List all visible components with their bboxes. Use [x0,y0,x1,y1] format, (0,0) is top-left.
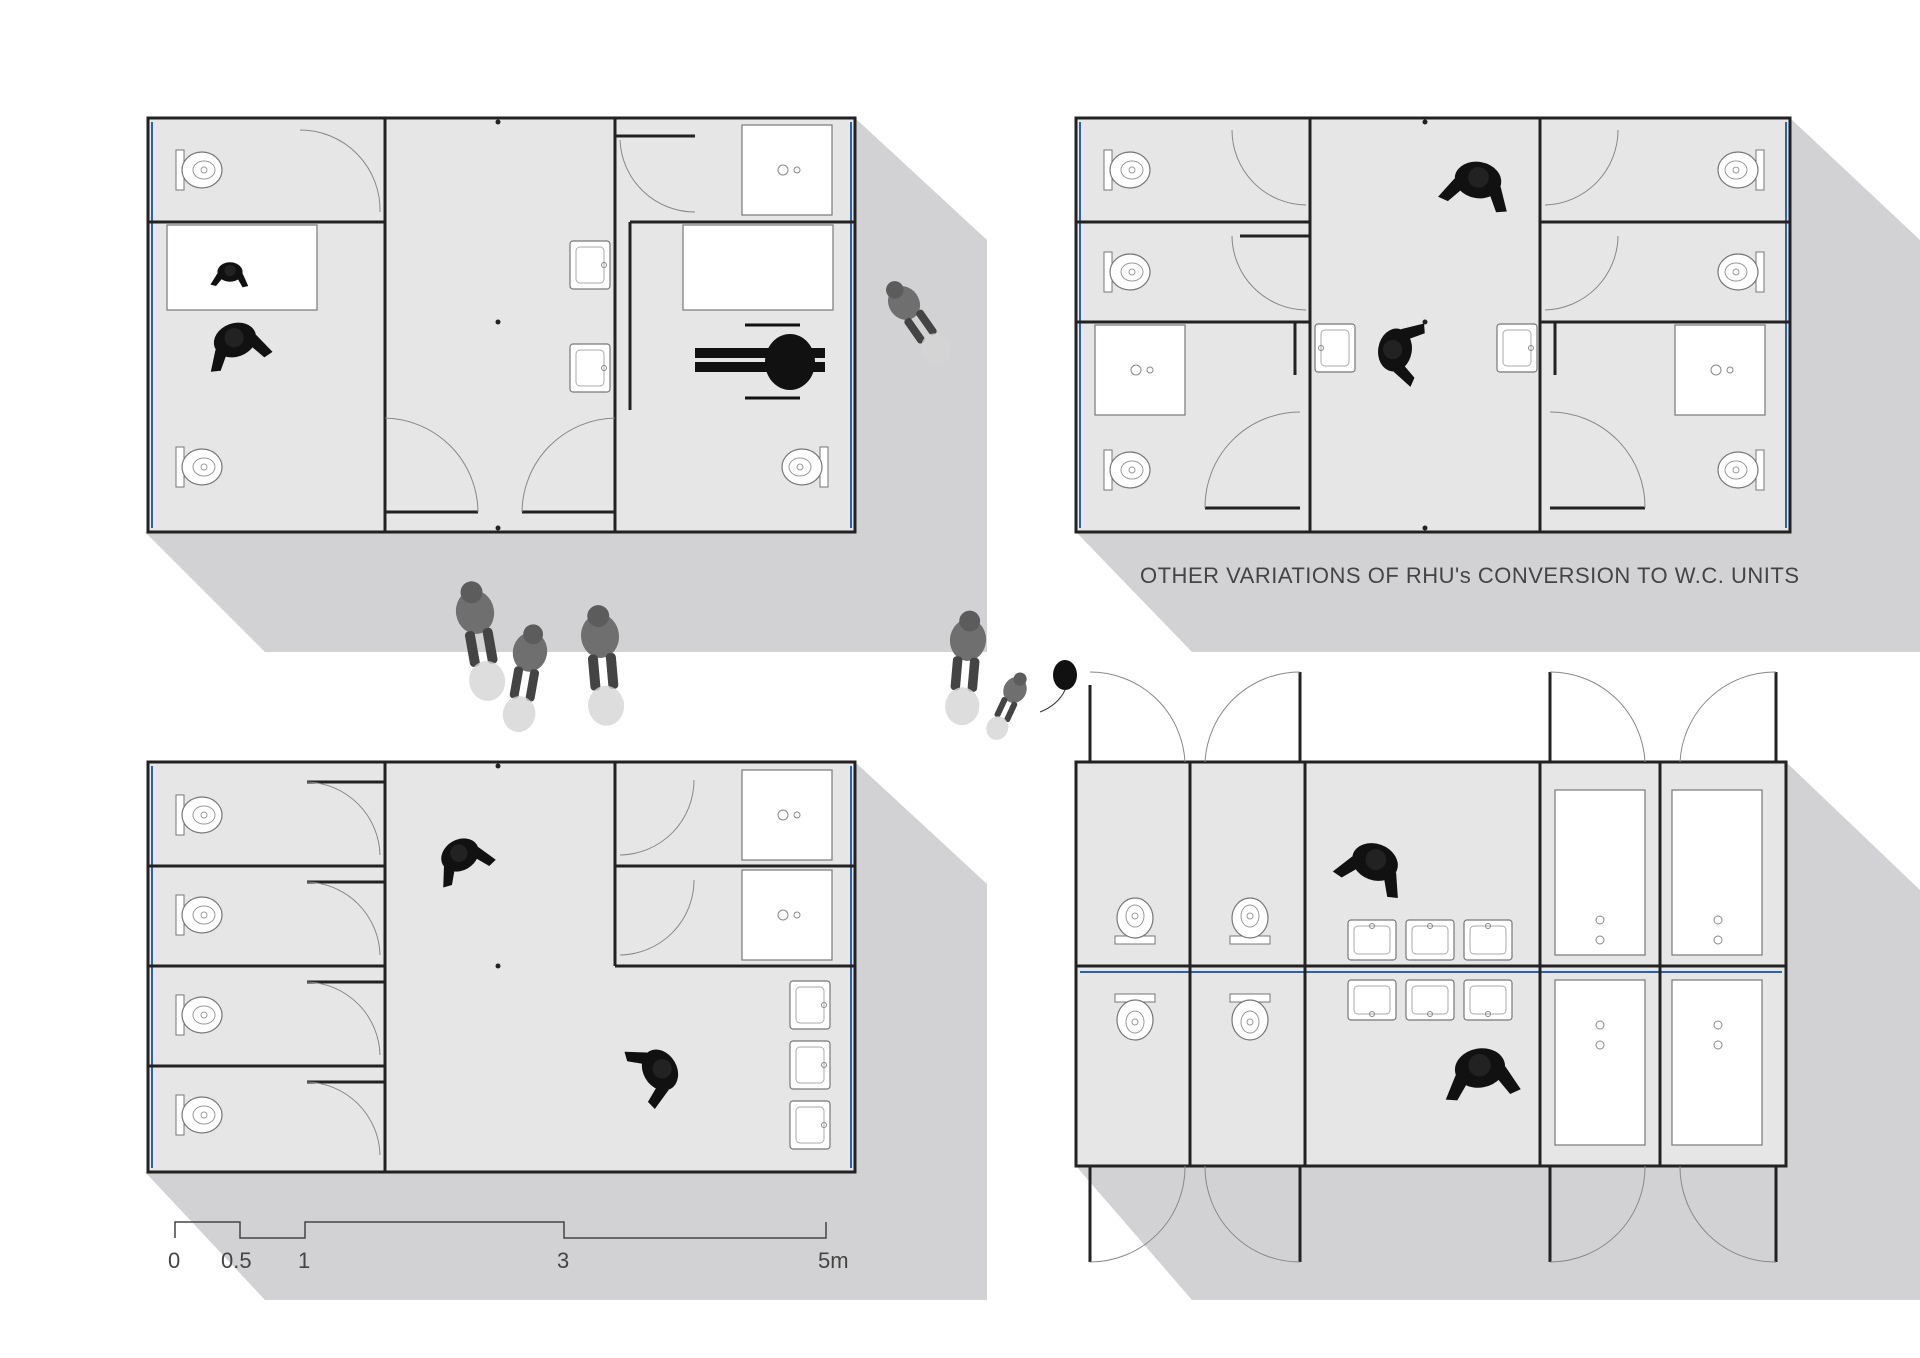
toilet-icon [175,794,223,836]
caption-text: OTHER VARIATIONS OF RHU's CONVERSION TO … [1140,563,1800,588]
plan-bottom-right [1074,671,1788,1263]
sink-icon [1463,919,1513,961]
shadows [145,118,1920,1300]
toilet-icon [175,894,223,936]
sink-icon [569,240,611,290]
shower-icon [1094,324,1186,416]
shower-icon [741,124,833,216]
sink-icon [1347,919,1397,961]
scale-tick-label: 5m [818,1248,849,1273]
sink-icon [569,343,611,393]
plan-top-right: OTHER VARIATIONS OF RHU's CONVERSION TO … [1074,116,1800,588]
sink-icon [1405,919,1455,961]
shadow-bottom-left [145,762,987,1300]
sink-icon [789,1040,831,1090]
toilet-icon [1717,449,1765,491]
sink-icon [789,1100,831,1150]
shadow-top-left [145,118,987,652]
scale-tick-label: 0.5 [221,1248,252,1273]
toilet-icon [1103,149,1151,191]
toilet-icon [781,446,829,488]
shower-icon [1674,324,1766,416]
sink-icon [1405,979,1455,1021]
wheelchair-user-icon [695,323,825,400]
toilet-icon [1717,251,1765,293]
toilet-icon [1717,149,1765,191]
shadow-bottom-right [1076,762,1920,1300]
pedestrians [450,578,1077,744]
balloon-icon [1039,660,1077,713]
toilet-icon [1103,449,1151,491]
shadow-top-right [1076,118,1920,652]
toilet-icon [1114,897,1156,945]
toilet-icon [1229,993,1271,1041]
person-icon [981,668,1034,744]
scale-bar: 0 0.5 1 3 5m [168,1221,849,1273]
sink-icon [789,980,831,1030]
sink-icon [1463,979,1513,1021]
sink-icon [1314,323,1356,373]
toilet-icon [175,1094,223,1136]
toilet-icon [1114,993,1156,1041]
scale-tick-label: 0 [168,1248,180,1273]
toilet-icon [175,446,223,488]
toilet-icon [1103,251,1151,293]
plan-top-left [146,116,958,534]
shower-icon [741,769,833,861]
toilet-icon [175,149,223,191]
scale-tick-label: 3 [557,1248,569,1273]
sink-icon [1496,323,1538,373]
shower-icon [741,869,833,961]
sink-icon [1347,979,1397,1021]
plan-bottom-left: 0 0.5 1 3 5m [146,760,857,1273]
scale-tick-label: 1 [298,1248,310,1273]
toilet-icon [175,994,223,1036]
toilet-icon [1229,897,1271,945]
